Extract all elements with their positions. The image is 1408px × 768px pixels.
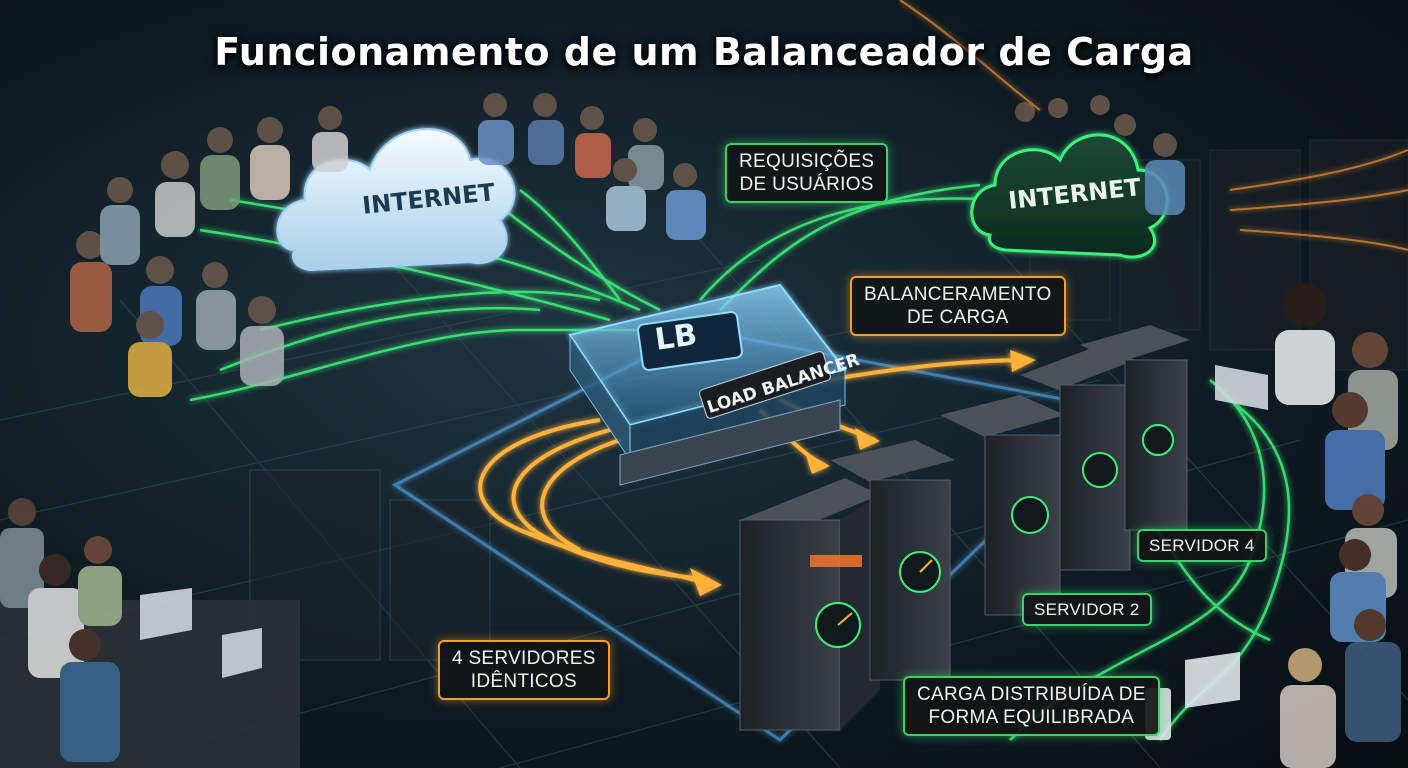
server-2 <box>830 440 955 681</box>
data-streaks <box>899 0 1408 251</box>
users-top-group <box>478 93 706 240</box>
callout-balanced-load: CARGA DISTRIBUÍDA DE FORMA EQUILIBRADA <box>903 676 1160 736</box>
callout-identical-servers: 4 SERVIDORES IDÊNTICOS <box>438 640 610 700</box>
server-3 <box>940 395 1065 616</box>
load-balancer-device <box>568 283 847 486</box>
users-bottom-left-group <box>0 498 300 768</box>
server-4 <box>1020 345 1135 571</box>
lb-badge: LB <box>652 317 700 358</box>
callout-load-balancing: BALANCERAMENTO DE CARGA <box>850 276 1066 336</box>
callout-server-4: SERVIDOR 4 <box>1137 529 1267 562</box>
users-right-group <box>1145 283 1401 768</box>
users-left-group <box>70 106 348 397</box>
server-5 <box>1080 325 1190 531</box>
page-title: Funcionamento de um Balanceador de Carga <box>214 30 1194 74</box>
callout-user-requests: REQUISIÇÕES DE USUÁRIOS <box>725 143 889 203</box>
server-1 <box>739 478 880 731</box>
callout-server-2: SERVIDOR 2 <box>1022 593 1152 626</box>
users-right-top-group <box>1015 95 1185 215</box>
internet-cloud-right <box>970 133 1169 259</box>
